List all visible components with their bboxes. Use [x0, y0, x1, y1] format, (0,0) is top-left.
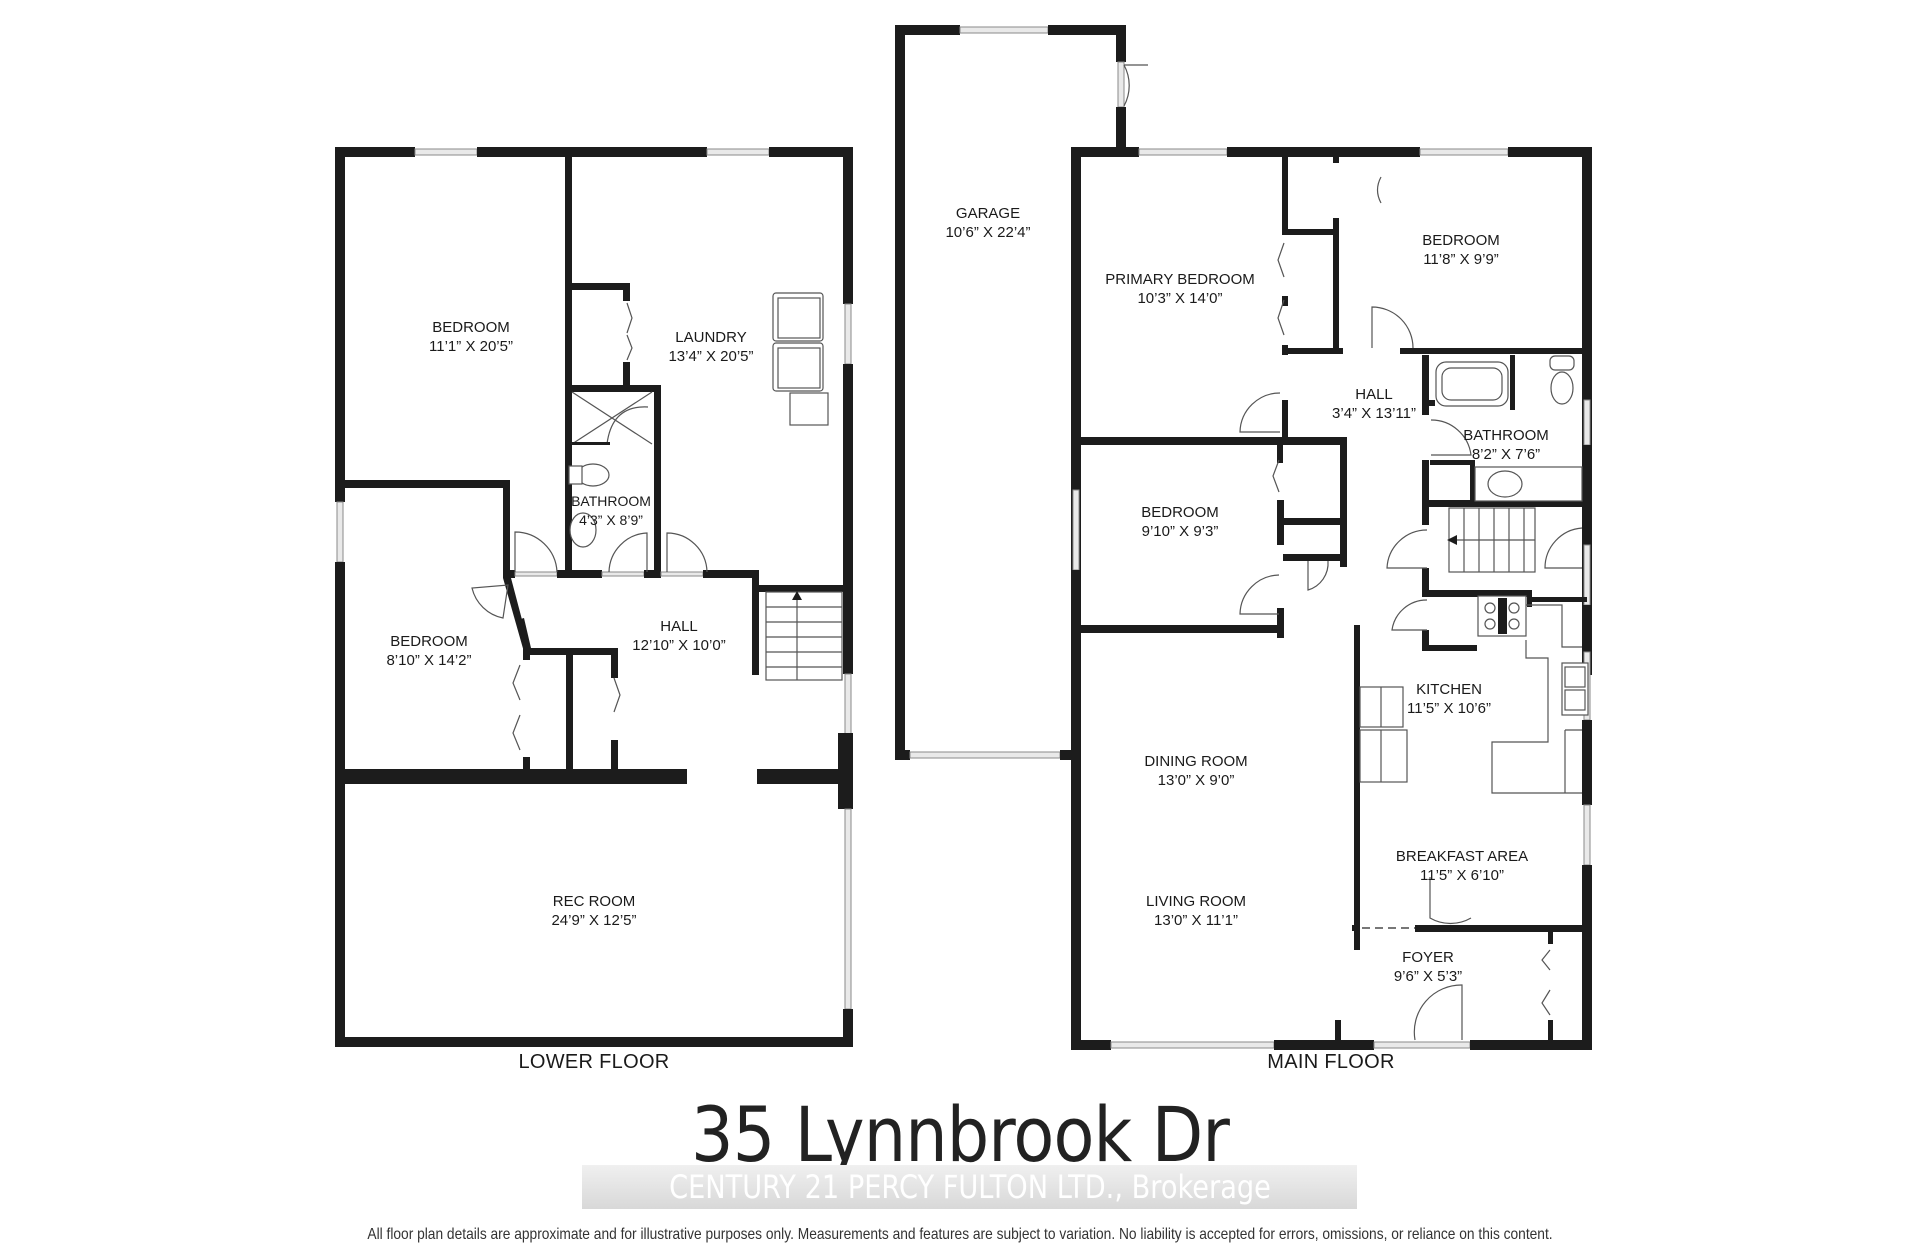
main-bedroom-2-label: BEDROOM 11’8” X 9’9” — [1422, 231, 1500, 269]
lower-laundry-label: LAUNDRY 13’4” X 20’5” — [668, 328, 753, 366]
room-name: FOYER — [1402, 949, 1454, 966]
lower-bedroom-2-label: BEDROOM 8’10” X 14’2” — [386, 632, 471, 670]
kitchen-label: KITCHEN 11’5” X 10’6” — [1407, 680, 1491, 718]
main-bathroom-label: BATHROOM 8’2” X 7’6” — [1463, 426, 1549, 464]
main-floor-walls — [1071, 147, 1592, 1050]
main-hall-label: HALL 3’4” X 13’11” — [1332, 385, 1416, 423]
room-name: HALL — [1355, 386, 1393, 403]
living-room-label: LIVING ROOM 13’0” X 11’1” — [1146, 892, 1246, 930]
dining-room-label: DINING ROOM 13’0” X 9’0” — [1144, 752, 1247, 790]
lower-bedroom-1-label: BEDROOM 11’1” X 20’5” — [429, 318, 513, 356]
lower-floor-walls — [335, 147, 853, 1047]
room-name: BATHROOM — [1463, 427, 1549, 444]
lower-rec-room-label: REC ROOM 24’9” X 12’5” — [551, 892, 636, 930]
room-name: BEDROOM — [1141, 504, 1219, 521]
room-dims: 12’10” X 10’0” — [632, 637, 726, 654]
main-bedroom-3-label: BEDROOM 9’10” X 9’3” — [1141, 503, 1219, 541]
lower-floor-label: LOWER FLOOR — [518, 1051, 670, 1073]
room-name: KITCHEN — [1416, 681, 1482, 698]
lower-floor-fixtures — [471, 292, 843, 751]
room-dims: 9’6” X 5’3” — [1393, 968, 1463, 985]
disclaimer-text: All floor plan details are approximate a… — [367, 1226, 1553, 1243]
lower-hall-label: HALL 12’10” X 10’0” — [632, 617, 725, 655]
main-floor-fixtures — [1239, 176, 1589, 1041]
room-dims: 11’5” X 6’10” — [1420, 867, 1504, 884]
stairs-down-arrow-icon — [1447, 535, 1457, 545]
room-name: BATHROOM — [571, 493, 651, 509]
room-dims: 24’9” X 12’5” — [551, 912, 637, 929]
primary-bedroom-label: PRIMARY BEDROOM 10’3” X 14’0” — [1105, 270, 1254, 308]
foyer-label: FOYER 9’6” X 5’3” — [1394, 948, 1462, 986]
room-dims: 13’4” X 20’5” — [668, 348, 754, 365]
lower-bathroom-label: BATHROOM 4’3” X 8’9” — [571, 492, 651, 530]
main-floor-label: MAIN FLOOR — [1267, 1051, 1395, 1073]
garage-label: GARAGE 10’6” X 22’4” — [945, 204, 1030, 242]
room-dims: 8’10” X 14’2” — [386, 652, 472, 669]
room-name: GARAGE — [955, 205, 1021, 222]
room-dims: 11’1” X 20’5” — [429, 338, 513, 355]
brokerage-watermark-text: CENTURY 21 PERCY FULTON LTD., Brokerage — [668, 1168, 1271, 1206]
room-name: HALL — [660, 618, 698, 635]
garage-walls — [895, 25, 1148, 760]
property-address: 35 Lynnbrook Dr — [691, 1090, 1230, 1179]
brokerage-watermark: CENTURY 21 PERCY FULTON LTD., Brokerage — [582, 1165, 1357, 1209]
room-dims: 3’4” X 13’11” — [1332, 405, 1416, 422]
room-name: LIVING ROOM — [1145, 893, 1247, 910]
room-dims: 4’3” X 8’9” — [579, 512, 643, 528]
room-dims: 13’0” X 9’0” — [1157, 772, 1235, 789]
room-name: PRIMARY BEDROOM — [1105, 271, 1255, 288]
room-name: REC ROOM — [552, 893, 636, 910]
breakfast-area-label: BREAKFAST AREA 11’5” X 6’10” — [1396, 847, 1528, 885]
room-dims: 11’5” X 10’6” — [1407, 700, 1491, 717]
room-name: BEDROOM — [432, 319, 510, 336]
room-name: BEDROOM — [1422, 232, 1500, 249]
room-name: DINING ROOM — [1144, 753, 1248, 770]
stairs-up-arrow-icon — [792, 591, 802, 600]
room-name: BREAKFAST AREA — [1395, 848, 1529, 865]
room-dims: 13’0” X 11’1” — [1154, 912, 1238, 929]
room-dims: 10’6” X 22’4” — [945, 224, 1031, 241]
room-dims: 9’10” X 9’3” — [1141, 523, 1219, 540]
room-name: LAUNDRY — [675, 329, 747, 346]
room-dims: 10’3” X 14’0” — [1137, 290, 1223, 307]
room-dims: 8’2” X 7’6” — [1471, 446, 1541, 463]
room-dims: 11’8” X 9’9” — [1423, 251, 1499, 268]
room-name: BEDROOM — [390, 633, 468, 650]
